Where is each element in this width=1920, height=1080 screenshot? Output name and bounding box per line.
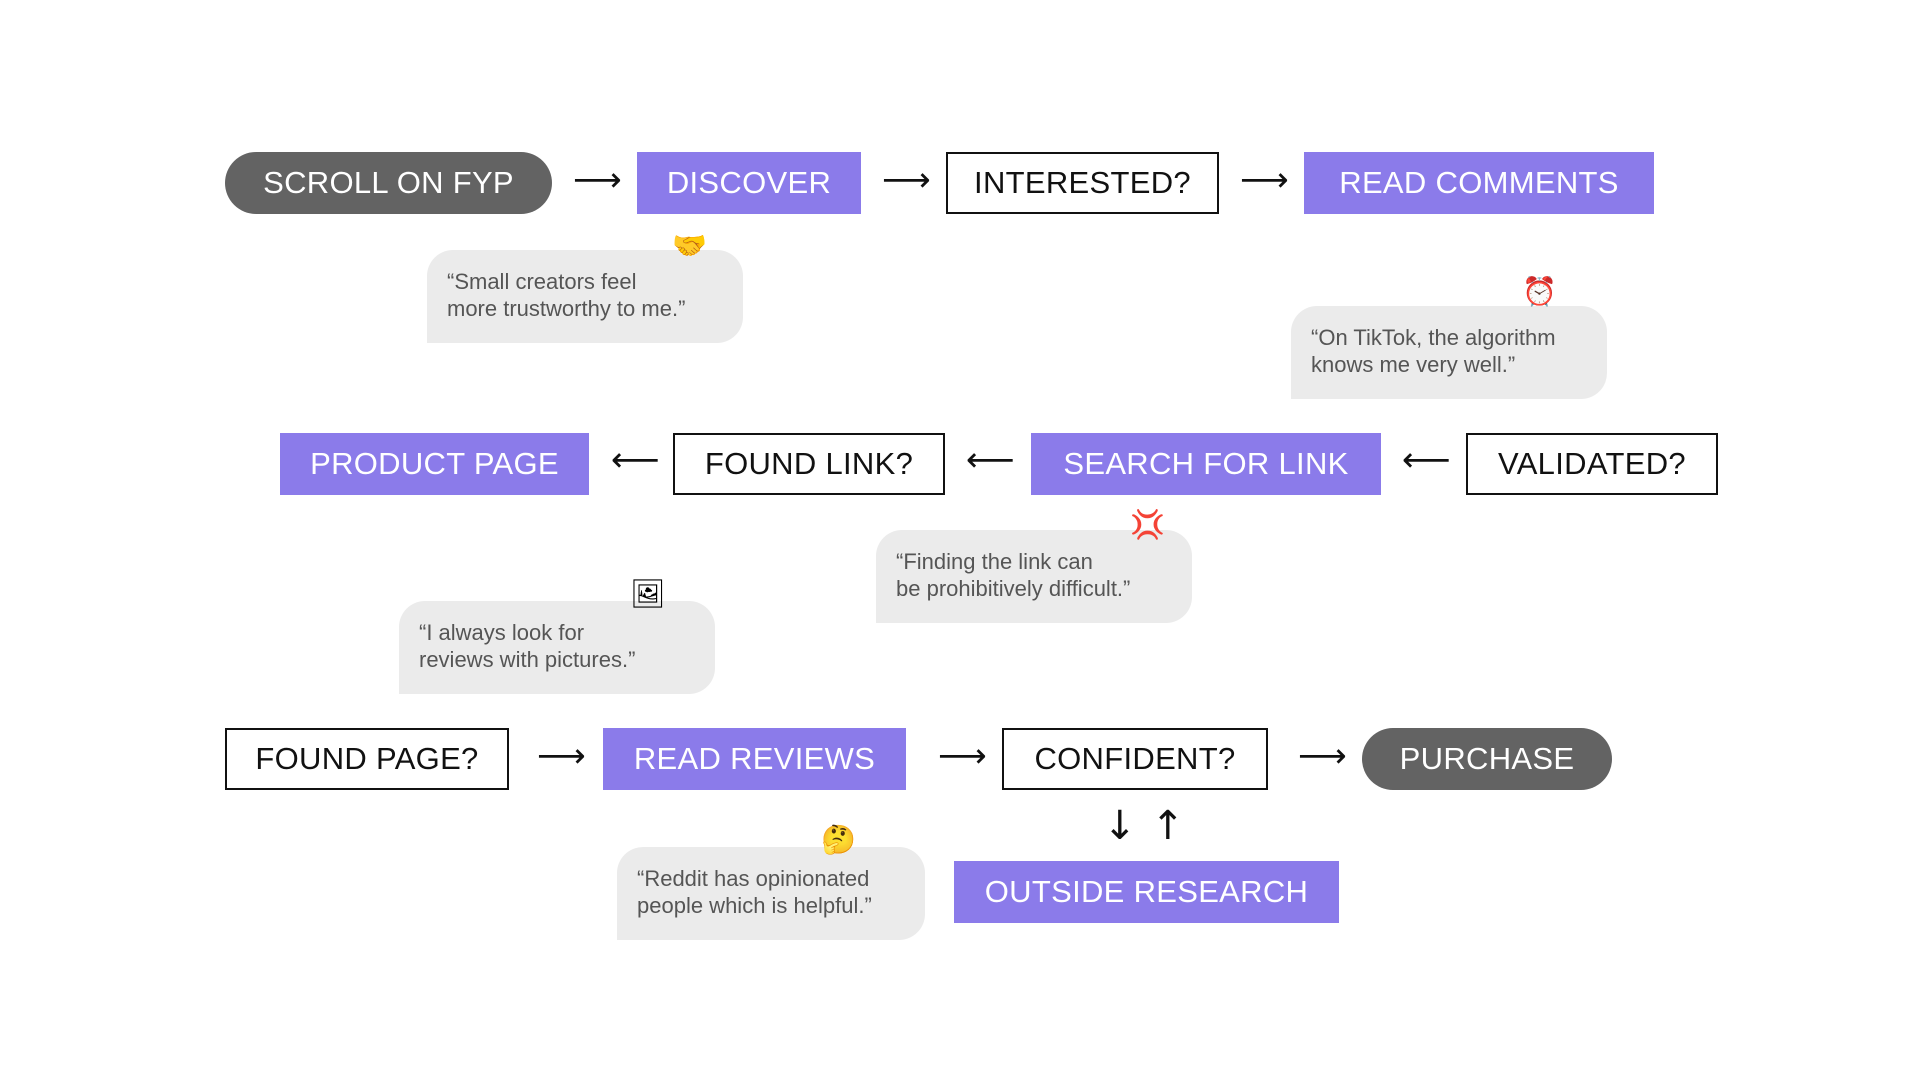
thinking-face-icon: 🤔: [821, 823, 856, 856]
quote-bubble-reddit: “Reddit has opinionated people which is …: [617, 847, 925, 940]
quote-line: “I always look for: [419, 620, 585, 645]
arrow-left: ⟵: [611, 440, 660, 480]
node-read-reviews: READ REVIEWS: [603, 728, 906, 790]
arrow-down: ↓: [1103, 803, 1137, 849]
anger-symbol-icon: 💢: [1130, 508, 1165, 541]
quote-line: “Finding the link can: [896, 549, 1093, 574]
node-read-comments: READ COMMENTS: [1304, 152, 1654, 214]
arrow-right: ⟶: [938, 736, 987, 776]
quote-line: more trustworthy to me.”: [447, 296, 686, 321]
quote-bubble-algorithm: “On TikTok, the algorithm knows me very …: [1291, 306, 1607, 399]
quote-line: knows me very well.”: [1311, 352, 1516, 377]
arrow-left: ⟵: [966, 440, 1015, 480]
arrow-left: ⟵: [1402, 440, 1451, 480]
arrow-right: ⟶: [1298, 736, 1347, 776]
framed-picture-icon: 🖼: [630, 577, 666, 610]
quote-line: be prohibitively difficult.”: [896, 576, 1131, 601]
quote-bubble-small-creators: “Small creators feel more trustworthy to…: [427, 250, 743, 343]
quote-line: “On TikTok, the algorithm: [1311, 325, 1556, 350]
alarm-clock-icon: ⏰: [1522, 275, 1557, 308]
arrow-right: ⟶: [882, 160, 931, 200]
node-purchase: PURCHASE: [1362, 728, 1612, 790]
quote-line: reviews with pictures.”: [419, 647, 636, 672]
node-discover: DISCOVER: [637, 152, 861, 214]
node-product-page: PRODUCT PAGE: [280, 433, 589, 495]
arrow-right: ⟶: [573, 160, 622, 200]
quote-line: “Small creators feel: [447, 269, 637, 294]
quote-line: people which is helpful.”: [637, 893, 872, 918]
quote-bubble-finding-link: “Finding the link can be prohibitively d…: [876, 530, 1192, 623]
arrow-right: ⟶: [1240, 160, 1289, 200]
node-search-for-link: SEARCH FOR LINK: [1031, 433, 1381, 495]
node-interested: INTERESTED?: [946, 152, 1219, 214]
node-scroll-on-fyp: SCROLL ON FYP: [225, 152, 552, 214]
node-found-page: FOUND PAGE?: [225, 728, 509, 790]
node-confident: CONFIDENT?: [1002, 728, 1268, 790]
quote-line: “Reddit has opinionated: [637, 866, 870, 891]
quote-bubble-pictures: “I always look for reviews with pictures…: [399, 601, 715, 694]
arrow-right: ⟶: [537, 736, 586, 776]
node-validated: VALIDATED?: [1466, 433, 1718, 495]
node-found-link: FOUND LINK?: [673, 433, 945, 495]
arrow-up: ↑: [1151, 803, 1185, 849]
node-outside-research: OUTSIDE RESEARCH: [954, 861, 1339, 923]
handshake-icon: 🤝: [672, 229, 707, 262]
